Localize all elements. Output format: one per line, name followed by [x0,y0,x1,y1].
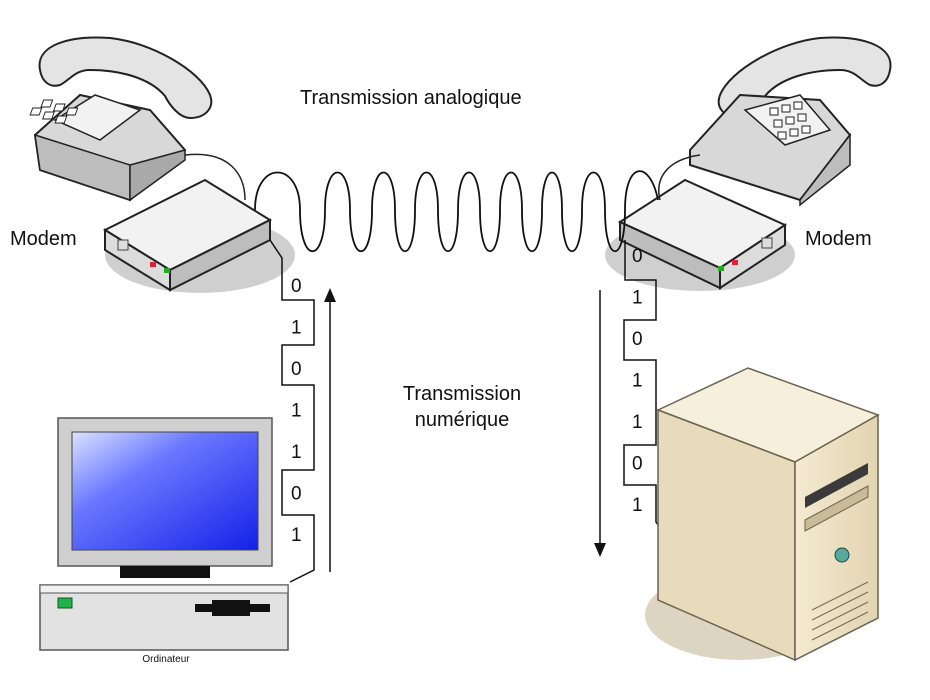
digital-signal-right [623,240,663,531]
bit-down-2: 0 [632,329,643,350]
computer-label: Ordinateur [142,654,190,665]
modem-icon-right [605,178,795,291]
bits-down-group: 0 1 0 1 1 0 1 [632,246,643,516]
bit-up-6: 1 [291,525,302,546]
telephone-icon-right [689,36,892,207]
title-analog: Transmission analogique [300,87,522,109]
digital-label-line2: numérique [415,409,510,431]
digital-label-line1: Transmission [403,383,521,405]
bit-up-0: 0 [291,276,302,297]
bit-down-4: 1 [632,412,643,433]
bit-up-4: 1 [291,442,302,463]
bit-down-1: 1 [632,288,643,309]
server-icon [645,367,880,662]
bit-up-3: 1 [291,401,302,422]
bit-up-2: 0 [291,359,302,380]
bit-up-5: 0 [291,484,302,505]
arrow-up-icon [324,288,336,572]
bit-up-1: 1 [291,318,302,339]
bit-down-6: 1 [632,495,643,516]
bits-up-group: 0 1 0 1 1 0 1 [291,276,302,546]
telephone-icon-left [29,36,213,202]
bit-down-0: 0 [632,246,643,267]
bit-down-3: 1 [632,371,643,392]
modem-label-right: Modem [805,228,872,250]
modem-icon-left [102,178,295,293]
modem-label-left: Modem [10,228,77,250]
bit-down-5: 0 [632,454,643,475]
computer-icon [39,417,289,651]
digital-signal-left [269,239,315,583]
analog-signal-wave [254,170,659,253]
arrow-down-icon [594,290,606,557]
